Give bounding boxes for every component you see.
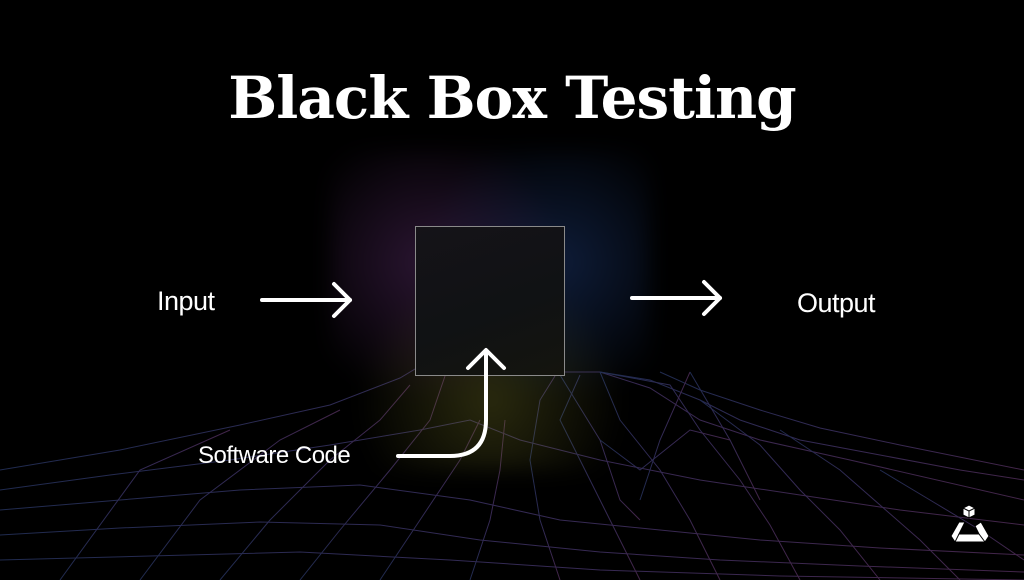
curved-arrow-up-icon (396, 348, 506, 458)
page-title: Black Box Testing (228, 64, 796, 132)
input-label: Input (157, 286, 215, 316)
software-code-label: Software Code (198, 442, 351, 469)
output-label: Output (797, 288, 876, 318)
black-box (415, 226, 565, 376)
brand-logo-icon (950, 504, 990, 543)
arrow-right-icon (260, 282, 352, 318)
arrow-right-icon (630, 280, 722, 316)
